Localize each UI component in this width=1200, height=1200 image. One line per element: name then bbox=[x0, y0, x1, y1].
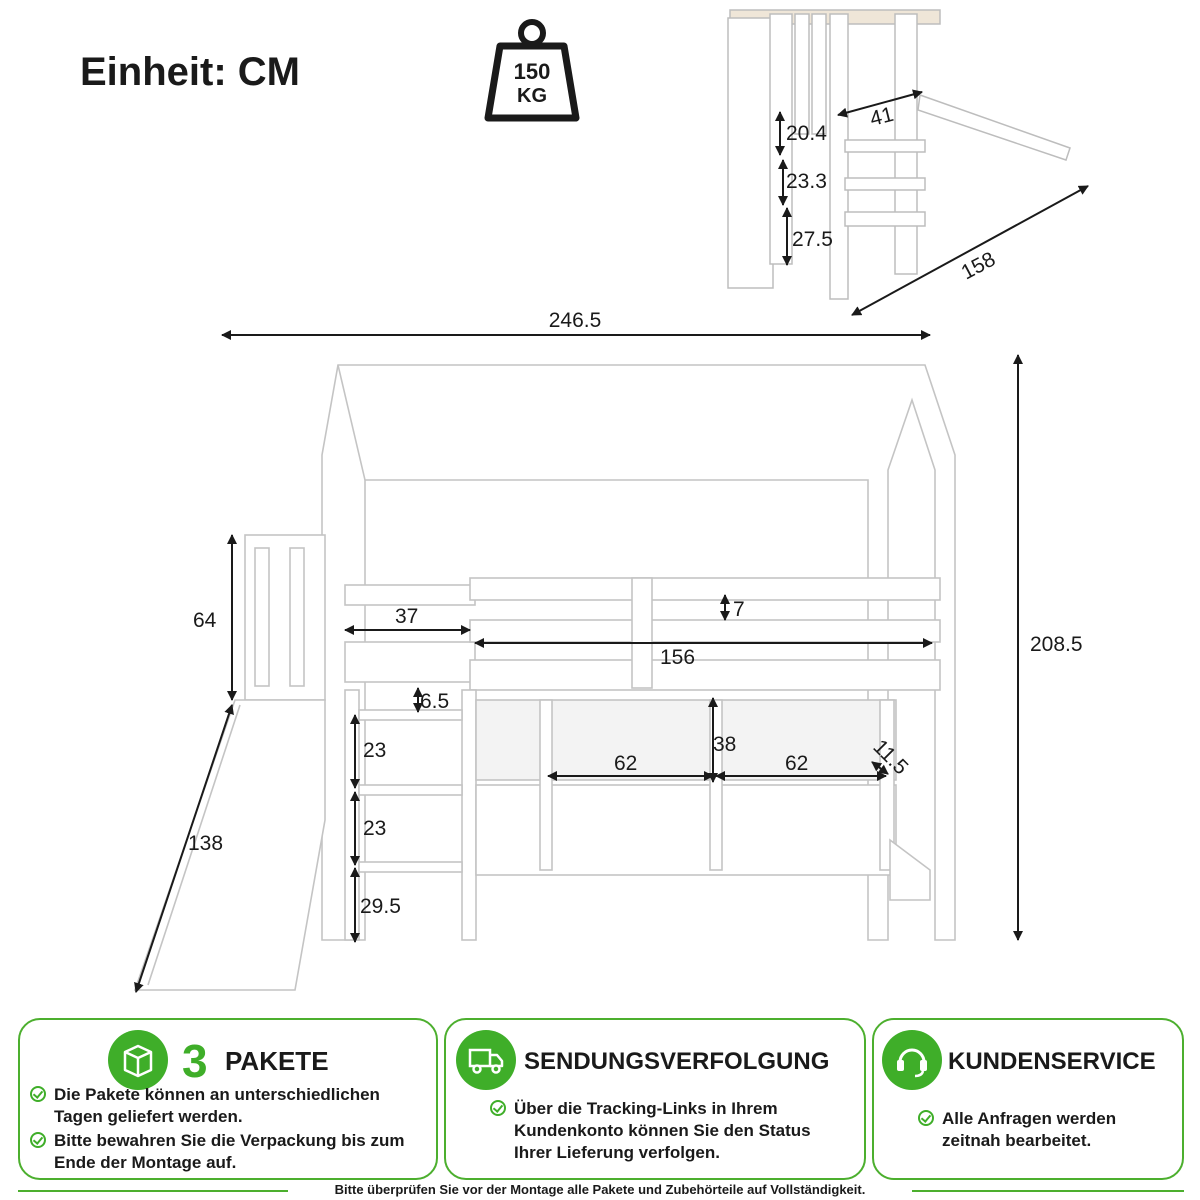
bed-frame bbox=[133, 364, 956, 991]
dim-length: 246.5 bbox=[549, 309, 602, 332]
list-item: Über die Tracking-Links in Ihrem Kundenk… bbox=[490, 1098, 830, 1164]
dim-shelf-width-1: 62 bbox=[614, 752, 637, 775]
dim-step-1: 20.4 bbox=[786, 122, 827, 145]
weight-icon: 150 KG bbox=[484, 19, 580, 122]
service-list: Alle Anfragen werden zeitnah bearbeitet. bbox=[918, 1108, 1168, 1154]
dim-rail-gap: 6.5 bbox=[420, 690, 449, 713]
footer-note: Bitte überprüfen Sie vor der Montage all… bbox=[326, 1182, 874, 1197]
footer-rule-right bbox=[912, 1190, 1184, 1192]
unit-title: Einheit: CM bbox=[80, 50, 300, 94]
headset-icon bbox=[882, 1030, 942, 1090]
footer: Bitte überprüfen Sie vor der Montage all… bbox=[0, 1180, 1200, 1200]
dim-platform-width: 37 bbox=[395, 605, 418, 628]
check-icon bbox=[30, 1086, 46, 1102]
dim-lower-gap-2: 23 bbox=[363, 817, 386, 840]
dim-rail-height: 7 bbox=[733, 598, 745, 621]
list-item: Die Pakete können an unterschiedlichen T… bbox=[30, 1084, 430, 1128]
packages-title: PAKETE bbox=[225, 1046, 329, 1076]
service-title: KUNDENSERVICE bbox=[948, 1048, 1156, 1075]
dim-shelf-height: 38 bbox=[713, 733, 736, 756]
check-icon bbox=[490, 1100, 506, 1116]
tracking-list: Über die Tracking-Links in Ihrem Kundenk… bbox=[490, 1098, 830, 1166]
dim-tower-height: 64 bbox=[193, 609, 217, 632]
truck-icon bbox=[456, 1030, 516, 1090]
dim-step-2: 23.3 bbox=[786, 170, 827, 193]
inset-ladder-view bbox=[727, 9, 1071, 300]
check-icon bbox=[918, 1110, 934, 1126]
check-icon bbox=[30, 1132, 46, 1148]
footer-rule-left bbox=[18, 1190, 288, 1192]
packages-list: Die Pakete können an unterschiedlichen T… bbox=[30, 1084, 430, 1176]
bed-dimension-drawing: 150 KG 41 20.4 23.3 27.5 158 bbox=[133, 9, 1089, 993]
list-item: Alle Anfragen werden zeitnah bearbeitet. bbox=[918, 1108, 1168, 1152]
packages-count: 3 bbox=[182, 1035, 208, 1087]
dim-lower-gap-3: 29.5 bbox=[360, 895, 401, 918]
dim-ladder-width: 41 bbox=[868, 103, 896, 131]
dim-shelf-width-2: 62 bbox=[785, 752, 808, 775]
dim-height: 208.5 bbox=[1030, 633, 1083, 656]
package-icon bbox=[108, 1030, 168, 1090]
weight-unit: KG bbox=[517, 85, 547, 107]
packages-card: 3 PAKETE Die Pakete können an unterschie… bbox=[18, 1018, 438, 1180]
dim-step-3: 27.5 bbox=[792, 228, 833, 251]
service-card: KUNDENSERVICE Alle Anfragen werden zeitn… bbox=[872, 1018, 1184, 1180]
dim-slide-length: 138 bbox=[188, 832, 223, 855]
dim-rail-length: 156 bbox=[660, 646, 695, 669]
tracking-title: SENDUNGSVERFOLGUNG bbox=[524, 1048, 830, 1075]
tracking-card: SENDUNGSVERFOLGUNG Über die Tracking-Lin… bbox=[444, 1018, 866, 1180]
dim-lower-gap-1: 23 bbox=[363, 739, 386, 762]
weight-value: 150 bbox=[514, 59, 551, 84]
list-item: Bitte bewahren Sie die Verpackung bis zu… bbox=[30, 1130, 430, 1174]
